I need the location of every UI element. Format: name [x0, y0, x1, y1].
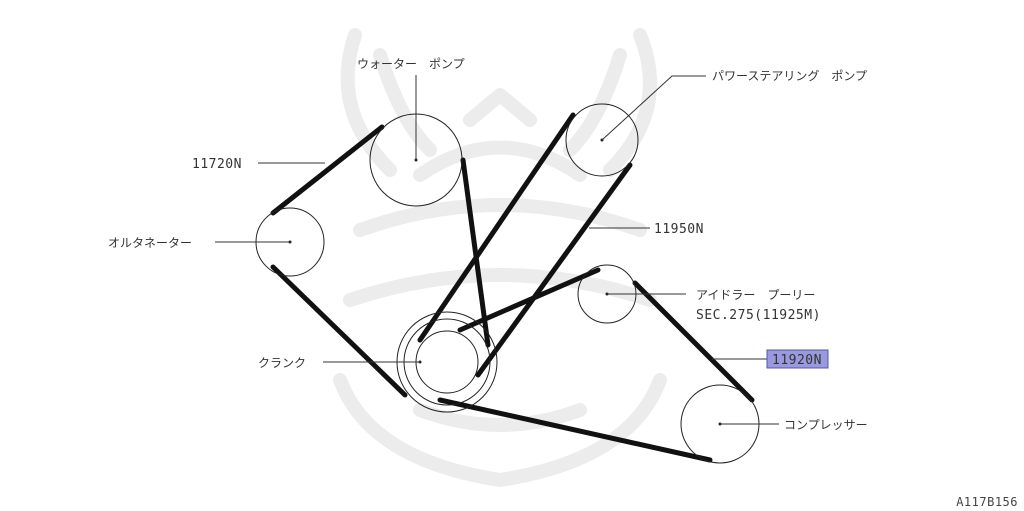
watermark-emblem	[333, 28, 667, 487]
figure-id: A117B156	[956, 495, 1018, 509]
idler-pulley-label: アイドラー プーリー	[696, 288, 815, 302]
fan-belt-segment-upper	[270, 124, 385, 216]
compressor-belt-segment-bottom	[437, 397, 713, 463]
alternator-label: オルタネーター	[108, 236, 192, 250]
compressor-label: コンプレッサー	[784, 418, 868, 432]
power-steering-pump-pulley	[565, 103, 639, 177]
fan-belt-segment-right	[460, 157, 491, 348]
compressor-belt-segment-idler	[457, 267, 601, 333]
compressor-belt-code-highlighted: 11920	[772, 353, 814, 368]
idler-pulley-section: SEC.275(11925M)	[696, 308, 821, 323]
compressor-belt-code-suffix: N	[814, 353, 822, 368]
compressor-belt-code[interactable]: 11920N	[772, 353, 822, 368]
power-steering-belt-segment-right	[475, 162, 633, 378]
belt-lines	[270, 112, 755, 463]
crank-pulley-inner	[415, 330, 479, 394]
leader-lines	[215, 75, 779, 425]
fan-belt-code: 11720N	[192, 157, 242, 172]
power-steering-belt-code: 11950N	[654, 222, 704, 237]
power-steering-belt-segment-left	[417, 112, 576, 343]
crank-label: クランク	[258, 356, 306, 370]
power-steering-pump-label: パワーステアリング ポンプ	[712, 69, 867, 83]
belt-code-highlight	[766, 349, 829, 369]
water-pump-label: ウォーター ポンプ	[357, 57, 465, 71]
power-steering-leader	[601, 75, 706, 141]
compressor-belt-segment-right	[632, 280, 755, 403]
fan-belt-segment-lower	[270, 264, 408, 398]
